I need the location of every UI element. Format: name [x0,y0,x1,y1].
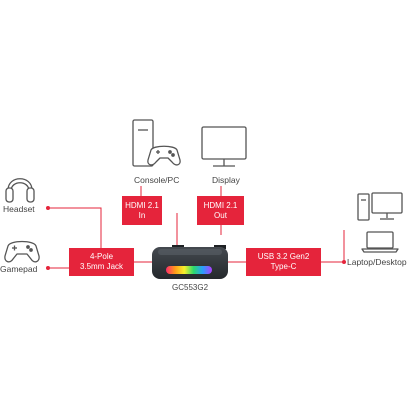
port-usb-line2: Type-C [270,262,297,271]
port-jack-line1: 4-Pole [89,252,114,261]
port-hdmi-out-line2: Out [214,210,227,220]
console-pc-label: Console/PC [134,175,180,185]
port-hdmi-in-line1: HDMI 2.1 [125,200,159,210]
model-label: GC553G2 [172,283,209,292]
rgb-light-bar [166,266,212,274]
port-jack-line2: 3.5mm Jack [79,262,124,271]
port-usb-line1: USB 3.2 Gen2 [257,252,310,261]
port-hdmi-out: HDMI 2.1 Out [197,196,244,225]
laptop-desktop-icon [357,192,403,253]
gamepad-label: Gamepad [0,264,38,274]
laptop-desktop-label: Laptop/Desktop [347,257,407,267]
port-hdmi-out-line1: HDMI 2.1 [203,200,238,210]
dot-laptop [342,260,346,264]
connector-lines [48,186,345,269]
connector-dots [46,206,346,270]
display-label: Display [212,175,240,185]
line-headset-jack [48,207,102,248]
console-pc-icon [132,119,181,167]
capture-device [152,245,228,279]
port-hdmi-in-line2: In [138,210,146,220]
headset-icon [5,178,35,203]
device-top-highlight [158,249,222,255]
port-3-5mm-jack: 4-Pole 3.5mm Jack [69,248,134,276]
port-hdmi-in: HDMI 2.1 In [122,196,162,225]
headset-label: Headset [3,204,35,214]
gamepad-icon [4,240,40,263]
port-usb-type-c: USB 3.2 Gen2 Type-C [246,248,321,276]
dot-headset [46,206,50,210]
dot-gamepad [46,266,50,270]
monitor-icon [201,126,247,167]
